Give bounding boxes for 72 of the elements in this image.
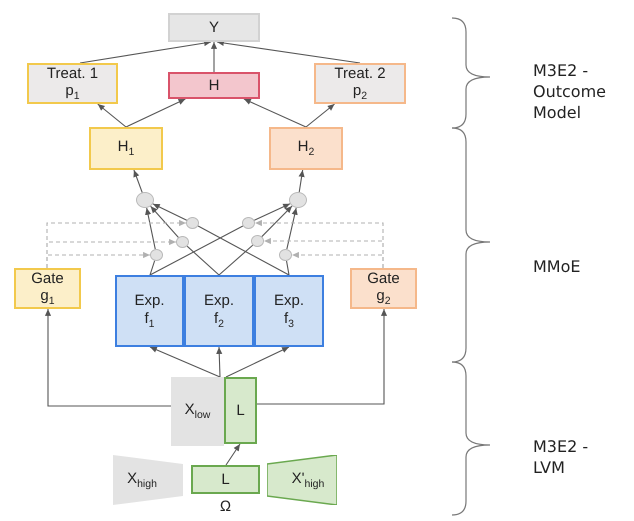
expert-box bbox=[115, 275, 184, 347]
node-label: H$_{1}$ bbox=[118, 138, 134, 159]
sum-circle bbox=[186, 217, 199, 229]
layer-box bbox=[269, 127, 343, 170]
node-label: X$_{high}$ bbox=[127, 470, 157, 490]
layer-box bbox=[14, 268, 81, 309]
arrow bbox=[97, 104, 126, 128]
arrow bbox=[44, 309, 171, 407]
section-label: MMoE bbox=[533, 257, 582, 278]
dashed-arrow bbox=[46, 252, 150, 268]
decoder-trapezoid bbox=[267, 455, 337, 505]
node-label: Exp. f$_{3}$ bbox=[272, 292, 305, 330]
arrow bbox=[150, 346, 220, 378]
expert-box bbox=[184, 275, 254, 347]
arrow bbox=[226, 444, 240, 466]
arrow bbox=[286, 208, 298, 250]
arrow bbox=[226, 346, 290, 378]
layer-box bbox=[350, 268, 417, 309]
sum-circle bbox=[289, 192, 307, 208]
connector-line bbox=[150, 226, 244, 276]
node-label: Exp. f$_{1}$ bbox=[133, 292, 166, 330]
dashed-arrow bbox=[292, 252, 384, 268]
node-label: L bbox=[221, 470, 230, 488]
node-label: Gate g$_{1}$ bbox=[30, 270, 65, 308]
sum-circle bbox=[150, 249, 163, 261]
arrow bbox=[216, 40, 360, 64]
node-label: Exp. f$_{2}$ bbox=[202, 292, 235, 330]
section-label: M3E2 - LVM bbox=[533, 437, 590, 479]
layer-box bbox=[168, 13, 260, 42]
layer-box bbox=[171, 377, 224, 446]
node-label: H bbox=[208, 76, 220, 94]
node-label: Y bbox=[208, 18, 219, 36]
arrow bbox=[306, 104, 335, 128]
arrow bbox=[257, 309, 388, 405]
arrow bbox=[254, 203, 290, 221]
node-label: Treat. 2 p$_{2}$ bbox=[333, 64, 387, 102]
arrow bbox=[80, 40, 212, 64]
arrow bbox=[261, 206, 292, 237]
arrow bbox=[133, 170, 143, 193]
arrow bbox=[298, 170, 305, 192]
connector-line bbox=[198, 226, 290, 276]
layer-box bbox=[89, 127, 163, 170]
layer-box bbox=[314, 63, 406, 104]
node-label: X$_{low}$ bbox=[184, 401, 210, 422]
node-label: X'$_{high}$ bbox=[292, 470, 324, 490]
connector-line bbox=[218, 244, 254, 276]
node-label: Gate g$_{2}$ bbox=[366, 270, 401, 308]
node-label: H$_{2}$ bbox=[298, 138, 314, 159]
connector-line bbox=[186, 246, 220, 276]
node-caption: Ω bbox=[218, 498, 232, 515]
layer-box bbox=[27, 63, 118, 104]
arrow bbox=[210, 42, 218, 72]
connector-line bbox=[286, 260, 290, 276]
layer-box bbox=[224, 377, 257, 444]
sum-circle bbox=[251, 235, 264, 247]
sum-circle bbox=[279, 249, 292, 261]
sum-circle bbox=[242, 217, 255, 229]
node-label: L bbox=[236, 402, 245, 420]
arrow bbox=[244, 98, 306, 128]
arrow bbox=[145, 208, 156, 250]
node-label: Treat. 1 p$_{1}$ bbox=[46, 64, 100, 102]
sum-circle bbox=[136, 192, 154, 208]
connector-line bbox=[149, 260, 156, 276]
arrow bbox=[216, 346, 222, 378]
encoder-trapezoid bbox=[113, 455, 183, 505]
arrow bbox=[152, 203, 187, 221]
arrow bbox=[126, 98, 186, 128]
expert-box bbox=[254, 275, 324, 347]
arrow bbox=[150, 206, 179, 238]
layer-box bbox=[168, 72, 260, 99]
section-label: M3E2 - Outcome Model bbox=[533, 61, 608, 124]
sum-circle bbox=[176, 236, 189, 248]
